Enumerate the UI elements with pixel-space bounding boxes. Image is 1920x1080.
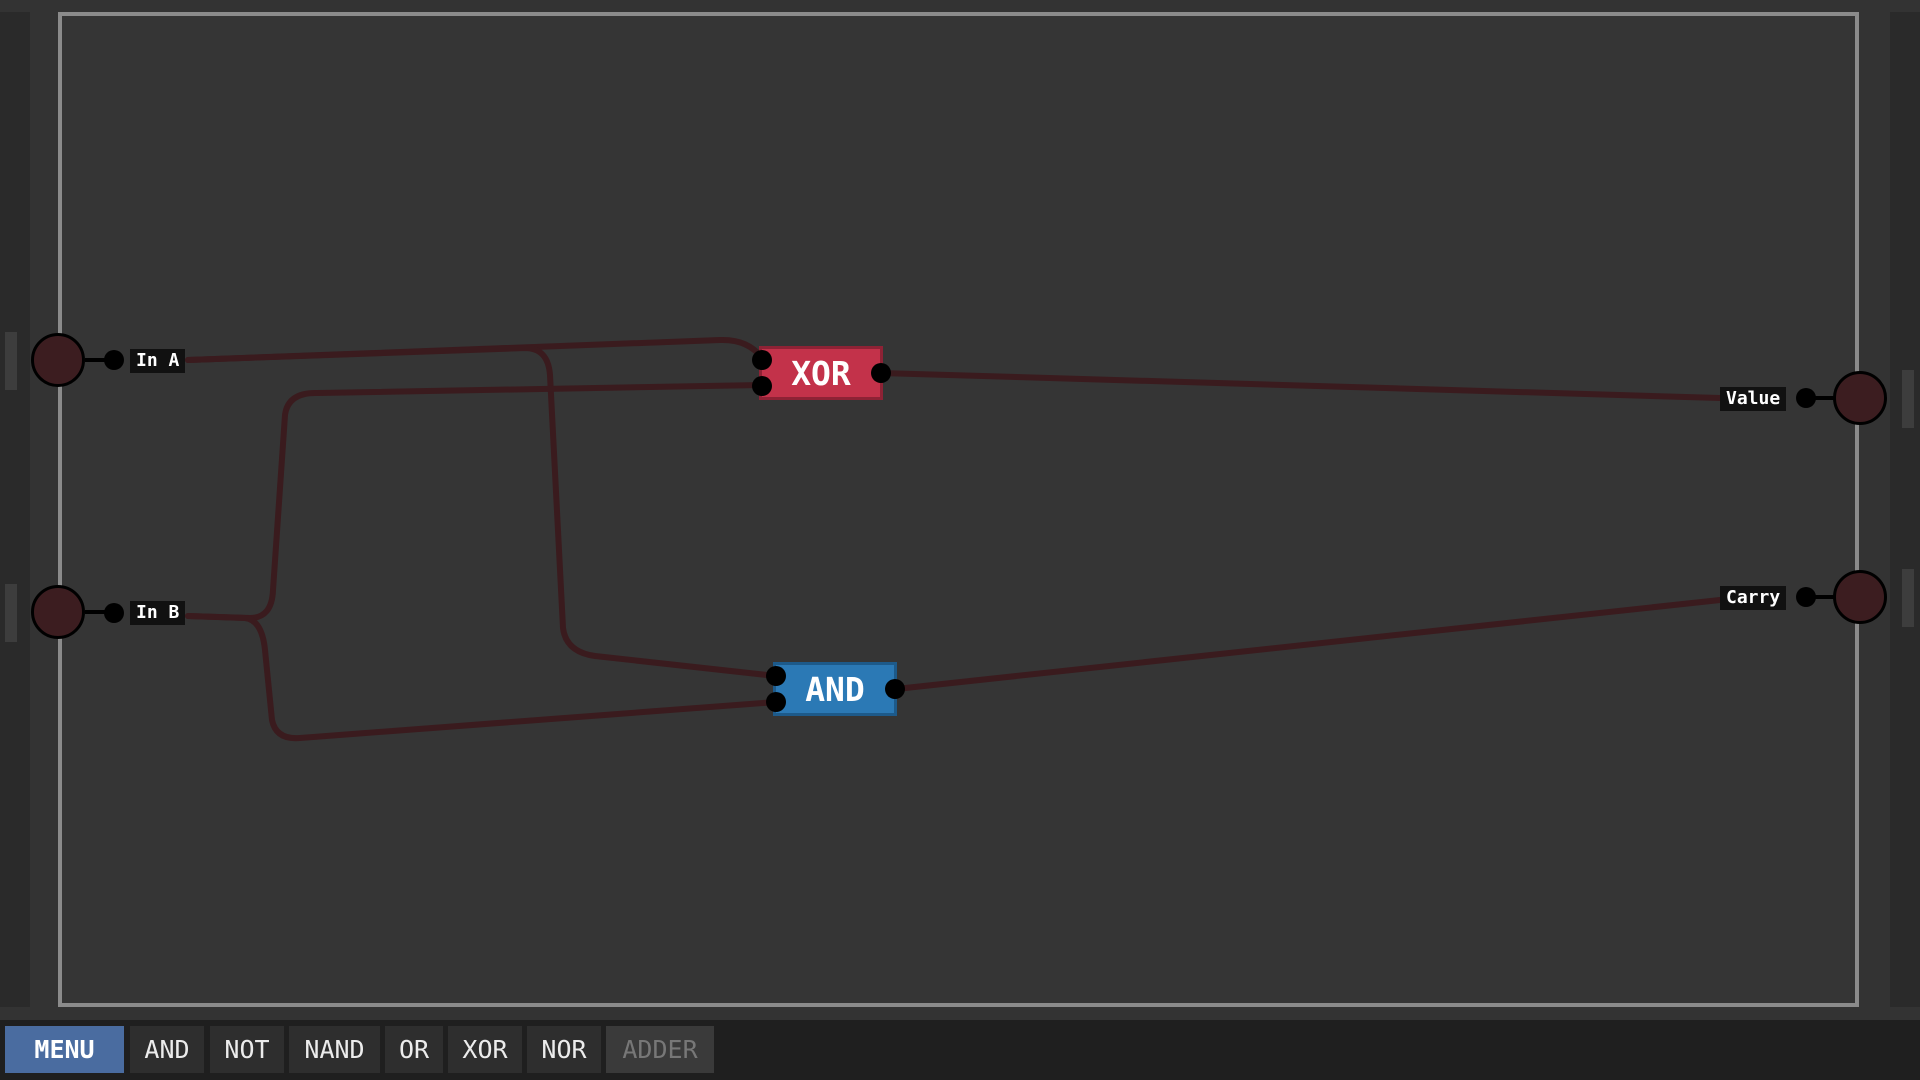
xor-output-pin[interactable] — [871, 363, 891, 383]
xor-input-pin-2[interactable] — [752, 376, 772, 396]
toolbar-xor-button[interactable]: XOR — [448, 1026, 522, 1073]
toolbar-or-button[interactable]: OR — [385, 1026, 443, 1073]
output-carry-indicator[interactable] — [1833, 570, 1887, 624]
component-toolbar: MENU AND NOT NAND OR XOR NOR ADDER — [0, 1020, 1920, 1080]
output-value-input-pin[interactable] — [1796, 388, 1816, 408]
wire-in-b-to-and[interactable] — [185, 613, 779, 742]
input-b-drag-handle[interactable] — [5, 584, 17, 642]
wire-xor-to-value[interactable] — [878, 370, 1723, 401]
xor-gate[interactable]: XOR — [759, 346, 883, 400]
output-carry-input-pin[interactable] — [1796, 587, 1816, 607]
output-value-label[interactable]: Value — [1720, 387, 1787, 411]
and-input-pin-1[interactable] — [766, 666, 786, 686]
wire-in-a-to-and[interactable] — [185, 345, 779, 679]
and-gate-label: AND — [805, 669, 865, 709]
input-b-output-pin[interactable] — [104, 603, 124, 623]
left-input-strip — [0, 12, 30, 1007]
and-gate[interactable]: AND — [773, 662, 897, 716]
toolbar-adder-button[interactable]: ADDER — [606, 1026, 714, 1073]
input-a-output-pin[interactable] — [104, 350, 124, 370]
output-value-stem — [1800, 396, 1836, 400]
xor-gate-label: XOR — [791, 353, 851, 393]
menu-button[interactable]: MENU — [5, 1026, 124, 1073]
right-output-strip — [1890, 12, 1920, 1007]
toolbar-nand-button[interactable]: NAND — [289, 1026, 380, 1073]
input-a-stem — [85, 358, 115, 362]
input-a-label[interactable]: In A — [130, 349, 186, 373]
output-value-indicator[interactable] — [1833, 371, 1887, 425]
circuit-board[interactable] — [58, 12, 1859, 1007]
input-b-label[interactable]: In B — [130, 601, 186, 625]
output-value-drag-handle[interactable] — [1902, 370, 1914, 428]
wire-and-to-carry[interactable] — [893, 597, 1723, 692]
toolbar-not-button[interactable]: NOT — [210, 1026, 284, 1073]
xor-input-pin-1[interactable] — [752, 350, 772, 370]
input-a-toggle[interactable] — [31, 333, 85, 387]
and-output-pin[interactable] — [885, 679, 905, 699]
input-b-toggle[interactable] — [31, 585, 85, 639]
input-b-stem — [85, 610, 115, 614]
toolbar-nor-button[interactable]: NOR — [527, 1026, 601, 1073]
wire-layer — [185, 336, 1723, 742]
wire-in-b-to-xor[interactable] — [185, 382, 765, 621]
toolbar-and-button[interactable]: AND — [130, 1026, 204, 1073]
output-carry-stem — [1800, 595, 1836, 599]
output-carry-label[interactable]: Carry — [1720, 586, 1787, 610]
and-input-pin-2[interactable] — [766, 692, 786, 712]
output-carry-drag-handle[interactable] — [1902, 569, 1914, 627]
input-a-drag-handle[interactable] — [5, 332, 17, 390]
